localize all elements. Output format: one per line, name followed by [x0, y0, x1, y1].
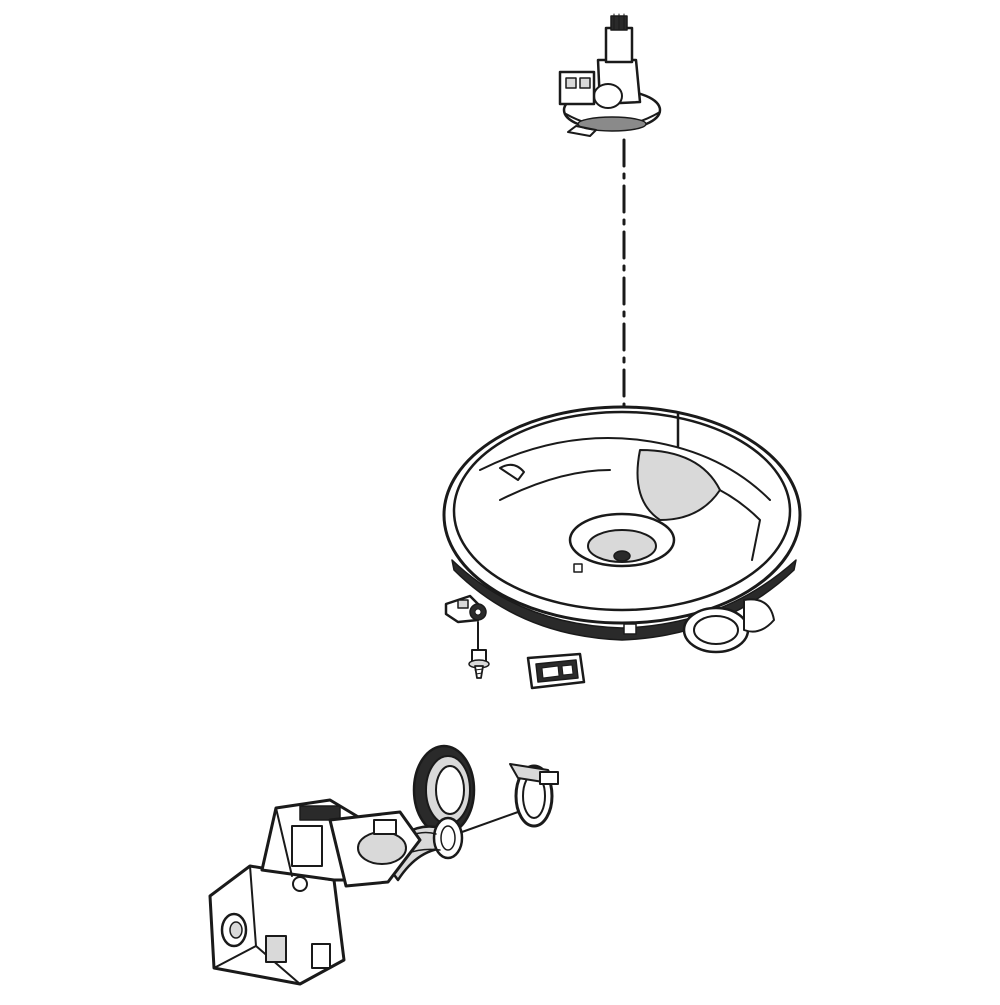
sump-assembly — [442, 405, 802, 654]
bracket-clip — [444, 594, 487, 624]
mounting-screw — [468, 649, 490, 679]
rectangular-grommet — [526, 652, 586, 690]
circulation-pump-motor — [208, 798, 422, 986]
pump-seal-ring — [412, 744, 476, 836]
diverter-motor-assembly — [558, 13, 662, 137]
hose-clamp — [509, 763, 559, 828]
leader-line-hose-to-clamp — [461, 811, 519, 833]
